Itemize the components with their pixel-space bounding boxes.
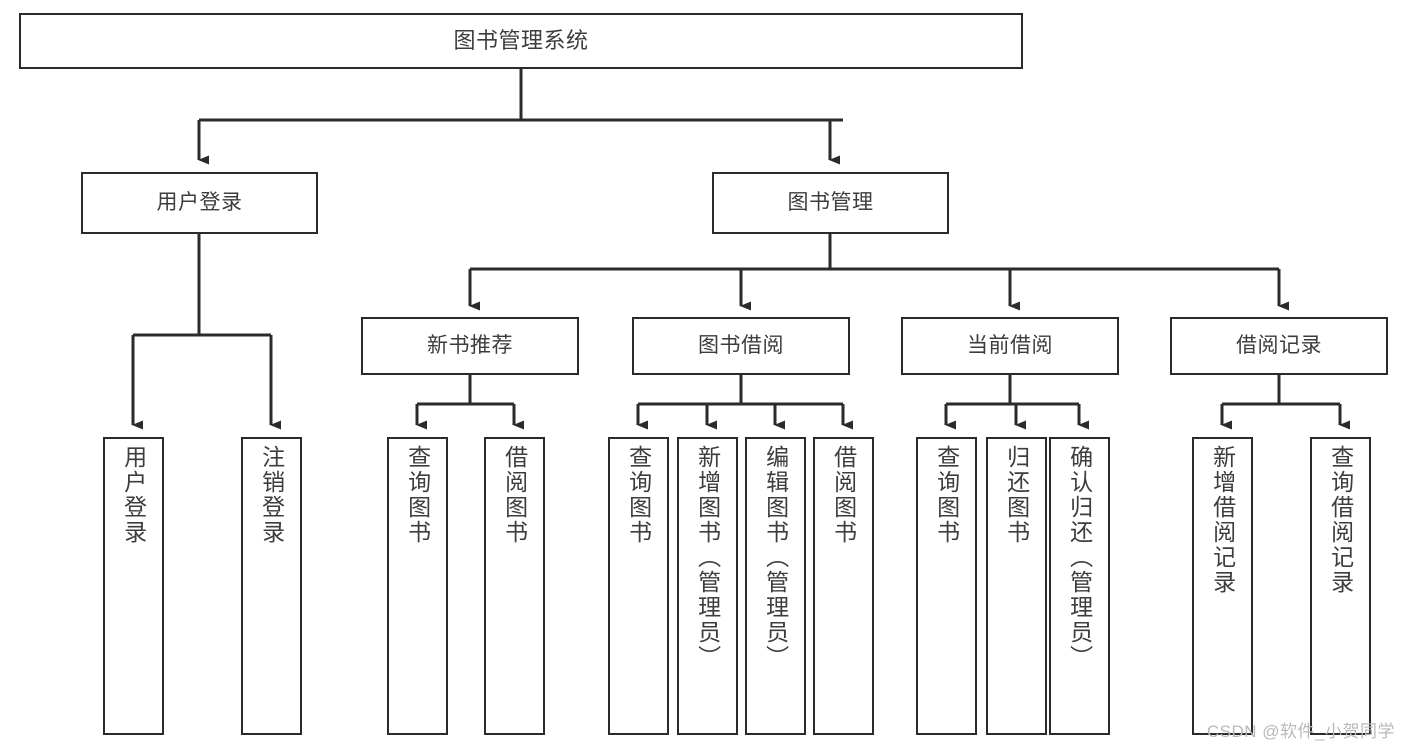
node-leaf-query-book-current[interactable]: 查询图书 xyxy=(916,437,977,735)
node-borrow-record[interactable]: 借阅记录 xyxy=(1170,317,1388,375)
node-label: 查询图书 xyxy=(404,445,431,545)
node-label: 查询图书 xyxy=(933,445,960,545)
node-new-book-recommend[interactable]: 新书推荐 xyxy=(361,317,579,375)
node-leaf-add-book-admin[interactable]: 新增图书（管理员） xyxy=(677,437,738,735)
node-root-system[interactable]: 图书管理系统 xyxy=(19,13,1023,69)
node-leaf-edit-book-admin[interactable]: 编辑图书（管理员） xyxy=(745,437,806,735)
node-label: 图书借阅 xyxy=(698,334,784,358)
node-label: 图书管理系统 xyxy=(453,27,589,53)
node-label: 新书推荐 xyxy=(427,334,513,358)
node-leaf-user-logout[interactable]: 注销登录 xyxy=(241,437,302,735)
csdn-watermark: CSDN @软件_小贺同学 xyxy=(1206,722,1395,741)
node-label: 用户登录 xyxy=(120,445,147,545)
node-leaf-borrow-book[interactable]: 借阅图书 xyxy=(813,437,874,735)
node-label: 查询图书 xyxy=(625,445,652,545)
node-leaf-query-borrow-record[interactable]: 查询借阅记录 xyxy=(1310,437,1371,735)
node-label: 编辑图书（管理员） xyxy=(762,445,789,670)
node-label: 借阅记录 xyxy=(1236,334,1322,358)
node-label: 查询借阅记录 xyxy=(1327,445,1354,595)
node-label: 注销登录 xyxy=(258,445,285,545)
node-label: 新增借阅记录 xyxy=(1209,445,1236,595)
node-leaf-query-book-recommend[interactable]: 查询图书 xyxy=(387,437,448,735)
node-label: 归还图书 xyxy=(1003,445,1030,545)
node-leaf-return-book[interactable]: 归还图书 xyxy=(986,437,1047,735)
node-label: 新增图书（管理员） xyxy=(694,445,721,670)
node-label: 图书管理 xyxy=(787,191,874,215)
node-label: 借阅图书 xyxy=(501,445,528,545)
node-leaf-confirm-return-admin[interactable]: 确认归还（管理员） xyxy=(1049,437,1110,735)
node-leaf-query-book-borrow[interactable]: 查询图书 xyxy=(608,437,669,735)
node-leaf-user-login[interactable]: 用户登录 xyxy=(103,437,164,735)
node-leaf-add-borrow-record[interactable]: 新增借阅记录 xyxy=(1192,437,1253,735)
node-label: 借阅图书 xyxy=(830,445,857,545)
node-label: 当前借阅 xyxy=(967,334,1053,358)
node-current-borrow[interactable]: 当前借阅 xyxy=(901,317,1119,375)
node-leaf-borrow-book-recommend[interactable]: 借阅图书 xyxy=(484,437,545,735)
node-book-management[interactable]: 图书管理 xyxy=(712,172,949,234)
node-label: 用户登录 xyxy=(156,191,243,215)
node-user-login[interactable]: 用户登录 xyxy=(81,172,318,234)
node-book-borrow[interactable]: 图书借阅 xyxy=(632,317,850,375)
node-label: 确认归还（管理员） xyxy=(1066,445,1093,670)
